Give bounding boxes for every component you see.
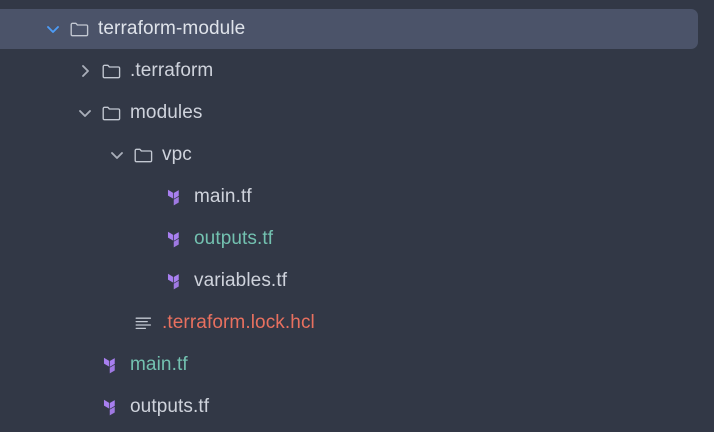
tree-row-label: .terraform	[130, 60, 214, 81]
terraform-file-icon	[164, 270, 186, 292]
tree-row-folder[interactable]: vpc	[0, 134, 714, 176]
twisty-placeholder	[74, 354, 96, 376]
tree-row-file[interactable]: outputs.tf	[0, 218, 714, 260]
folder-icon	[100, 102, 122, 124]
terraform-file-icon	[100, 396, 122, 418]
tree-row-file[interactable]: variables.tf	[0, 260, 714, 302]
folder-icon	[132, 144, 154, 166]
twisty-placeholder	[138, 228, 160, 250]
tree-row-folder[interactable]: .terraform	[0, 50, 714, 92]
tree-row-label: vpc	[162, 144, 192, 165]
tree-row-label: terraform-module	[98, 18, 246, 39]
tree-row-label: modules	[130, 102, 203, 123]
tree-row-label: outputs.tf	[130, 396, 210, 417]
folder-icon	[100, 60, 122, 82]
tree-row-label: main.tf	[130, 354, 188, 375]
selected-row-highlight	[0, 9, 698, 49]
chevron-down-icon[interactable]	[106, 144, 128, 166]
tree-row-label: .terraform.lock.hcl	[162, 312, 315, 333]
chevron-down-icon[interactable]	[74, 102, 96, 124]
twisty-placeholder	[138, 270, 160, 292]
lines-file-icon	[132, 312, 154, 334]
tree-row-file[interactable]: main.tf	[0, 344, 714, 386]
folder-icon	[68, 18, 90, 40]
terraform-file-icon	[164, 228, 186, 250]
tree-row-label: outputs.tf	[194, 228, 274, 249]
twisty-placeholder	[138, 186, 160, 208]
tree-row-label: variables.tf	[194, 270, 288, 291]
tree-row-file[interactable]: outputs.tf	[0, 386, 714, 428]
chevron-down-icon[interactable]	[42, 18, 64, 40]
twisty-placeholder	[106, 312, 128, 334]
terraform-file-icon	[100, 354, 122, 376]
tree-row-label: main.tf	[194, 186, 252, 207]
chevron-right-icon[interactable]	[74, 60, 96, 82]
tree-row-folder[interactable]: modules	[0, 92, 714, 134]
terraform-file-icon	[164, 186, 186, 208]
twisty-placeholder	[74, 396, 96, 418]
tree-row-file[interactable]: .terraform.lock.hcl	[0, 302, 714, 344]
tree-row-folder[interactable]: terraform-module	[0, 8, 714, 50]
tree-row-file[interactable]: main.tf	[0, 176, 714, 218]
